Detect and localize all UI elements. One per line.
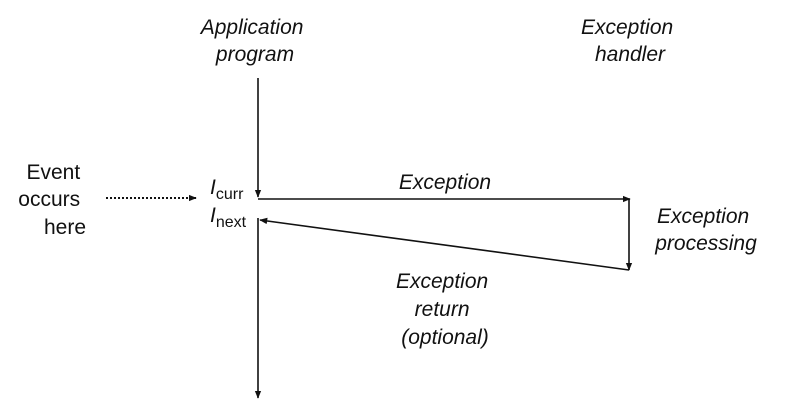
exception-return-line-3: (optional) [401, 326, 489, 349]
exception-return-label: Exception return (optional) [396, 270, 494, 349]
event-line-1: Event [26, 161, 80, 184]
event-occurs-label: Event occurs here [18, 161, 86, 239]
event-line-3: here [44, 216, 86, 239]
application-program-line-1: Application [199, 16, 304, 39]
exception-processing-line-2: processing [654, 232, 757, 255]
i-curr-label: Icurr [210, 176, 244, 203]
i-next-symbol: I [210, 204, 216, 227]
exception-return-line-1: Exception [396, 270, 488, 293]
exception-handler-label: Exception handler [581, 16, 679, 66]
i-curr-subscript: curr [216, 186, 244, 203]
exception-handler-line-2: handler [595, 43, 666, 66]
event-line-2: occurs [18, 188, 80, 211]
exception-return-line-2: return [415, 298, 470, 321]
exception-processing-label: Exception processing [654, 205, 757, 255]
application-program-label: Application program [199, 16, 310, 66]
i-next-subscript: next [216, 214, 247, 231]
exception-return-arrow [259, 217, 630, 271]
exception-processing-line-1: Exception [657, 205, 749, 228]
exception-label: Exception [399, 171, 491, 194]
i-next-label: Inext [210, 204, 247, 231]
i-curr-symbol: I [210, 176, 216, 199]
exception-handler-line-1: Exception [581, 16, 673, 39]
application-program-line-2: program [215, 43, 294, 66]
